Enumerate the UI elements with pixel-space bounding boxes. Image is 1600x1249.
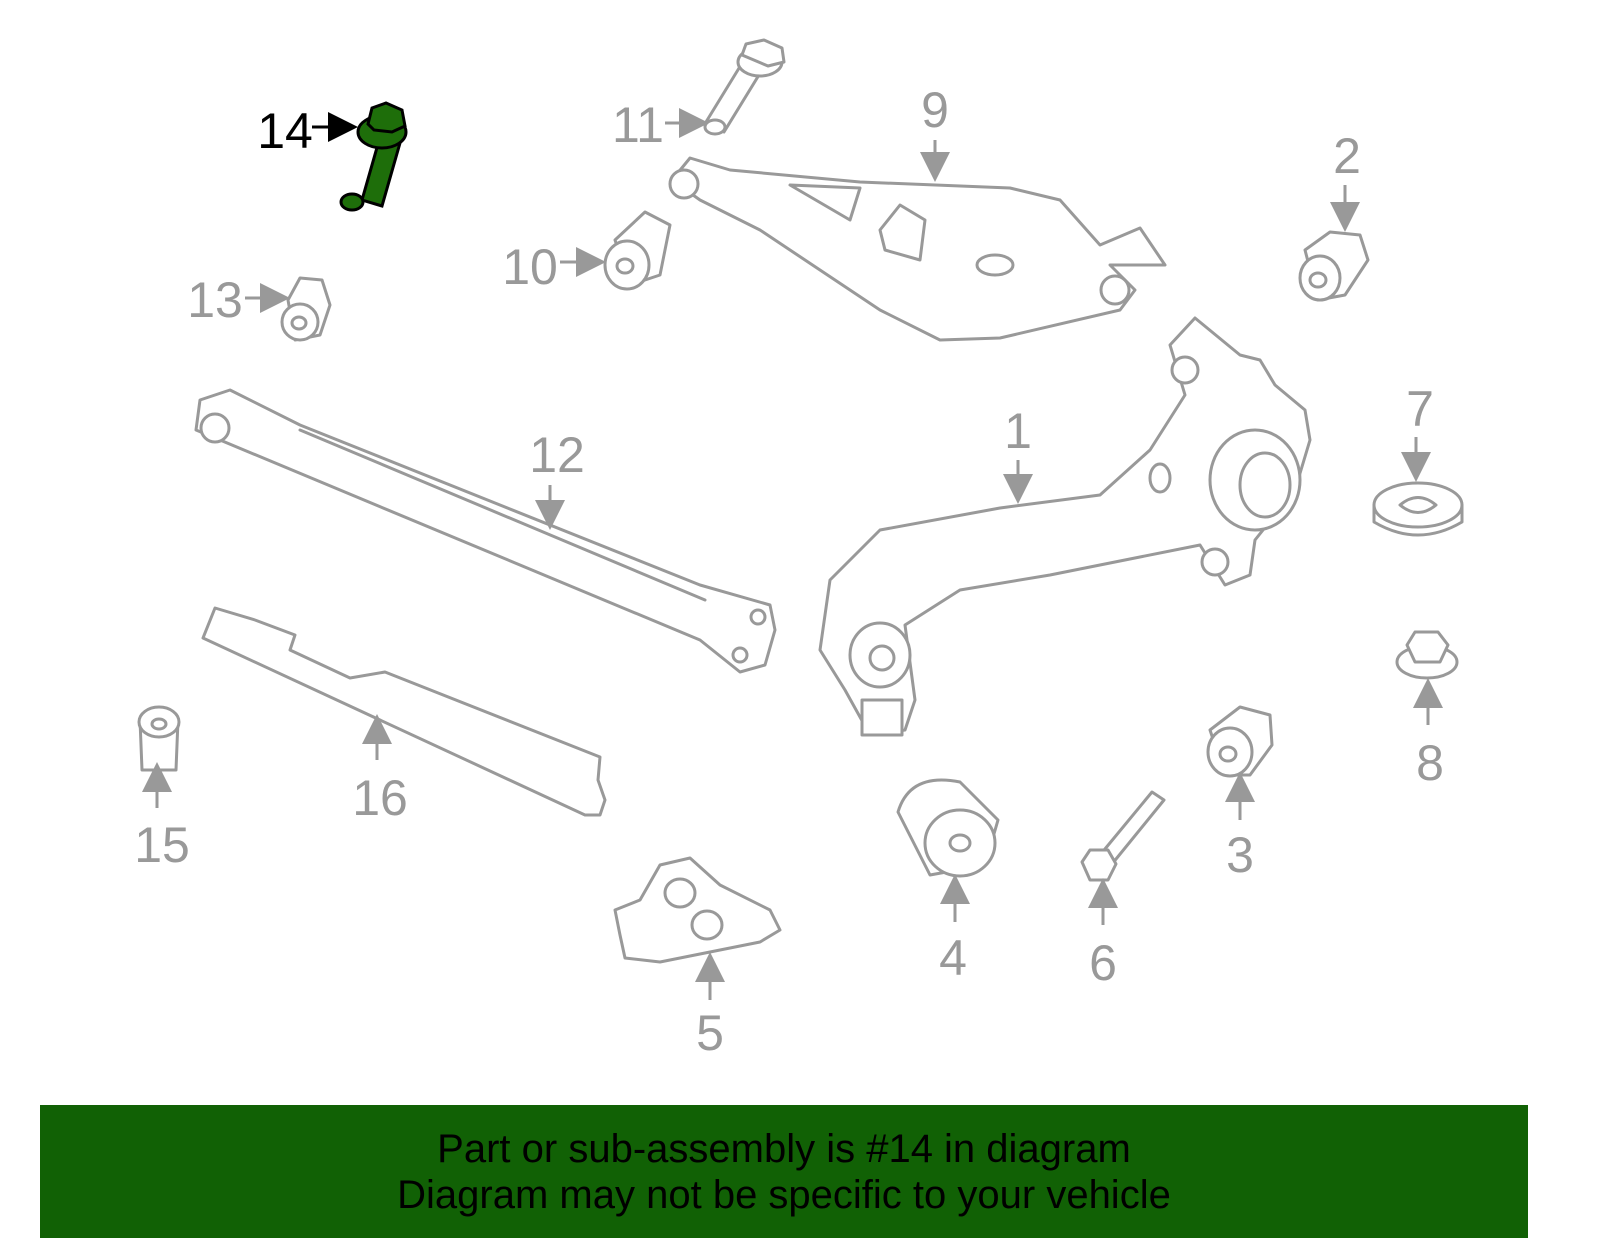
callout-14[interactable]: 14 bbox=[257, 103, 313, 159]
part-4-bushing[interactable] bbox=[896, 778, 1000, 878]
part-10-bushing[interactable] bbox=[603, 210, 672, 291]
callout-13[interactable]: 13 bbox=[187, 272, 243, 328]
part-11-bolt[interactable] bbox=[703, 38, 786, 136]
part-7-pad[interactable] bbox=[1372, 481, 1464, 537]
callout-12[interactable]: 12 bbox=[529, 427, 585, 483]
callout-7[interactable]: 7 bbox=[1406, 381, 1434, 437]
part-14-bolt[interactable] bbox=[339, 101, 408, 212]
callout-3[interactable]: 3 bbox=[1226, 827, 1254, 883]
callout-5[interactable]: 5 bbox=[696, 1005, 724, 1061]
part-8-nut[interactable] bbox=[1395, 630, 1459, 680]
info-banner: Part or sub-assembly is #14 in diagram D… bbox=[40, 1105, 1528, 1238]
callout-15[interactable]: 15 bbox=[134, 817, 190, 873]
callout-9[interactable]: 9 bbox=[921, 82, 949, 138]
callout-11[interactable]: 11 bbox=[612, 97, 664, 153]
part-1-trailing-arm[interactable] bbox=[818, 316, 1312, 737]
callout-10[interactable]: 10 bbox=[502, 239, 558, 295]
part-15-bushing[interactable] bbox=[137, 705, 181, 772]
part-3-bushing[interactable] bbox=[1206, 705, 1274, 778]
callout-1[interactable]: 1 bbox=[1004, 403, 1032, 459]
callout-4[interactable]: 4 bbox=[939, 930, 967, 986]
callouts: 14 11 9 2 10 13 12 1 7 8 15 16 3 4 6 5 bbox=[134, 82, 1444, 1061]
part-6-bolt[interactable] bbox=[1080, 790, 1166, 882]
callout-2[interactable]: 2 bbox=[1333, 128, 1361, 184]
part-5-bracket[interactable] bbox=[613, 856, 782, 964]
part-2-bushing[interactable] bbox=[1298, 230, 1370, 302]
part-16-shield[interactable] bbox=[201, 606, 607, 817]
part-12-lateral-link[interactable] bbox=[194, 388, 777, 674]
callout-6[interactable]: 6 bbox=[1089, 935, 1117, 991]
banner-line-2: Diagram may not be specific to your vehi… bbox=[397, 1172, 1171, 1217]
callout-8[interactable]: 8 bbox=[1416, 735, 1444, 791]
part-13-bushing[interactable] bbox=[280, 276, 332, 342]
part-9-control-arm[interactable] bbox=[668, 156, 1167, 342]
banner-line-1: Part or sub-assembly is #14 in diagram bbox=[437, 1126, 1131, 1171]
callout-16[interactable]: 16 bbox=[352, 770, 408, 826]
